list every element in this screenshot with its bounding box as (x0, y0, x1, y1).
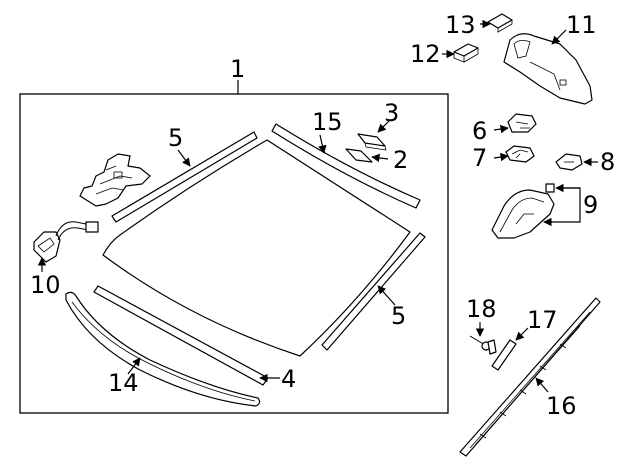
callout-10: 10 (30, 271, 61, 299)
callout-16: 16 (546, 392, 577, 420)
callout-13: 13 (445, 11, 476, 39)
callout-18: 18 (466, 295, 497, 323)
callout-8: 8 (600, 148, 615, 176)
callout-11: 11 (566, 11, 597, 39)
windshield-glass (102, 139, 411, 357)
sensor-harness (33, 221, 99, 263)
sensor-bracket (79, 153, 151, 207)
callout-14: 14 (108, 369, 139, 397)
seal-strip-17 (491, 339, 517, 371)
mirror-base (491, 183, 555, 239)
tape-2 (345, 148, 373, 163)
callout-3: 3 (384, 99, 399, 127)
side-moulding-right (321, 232, 426, 351)
side-seal (459, 297, 601, 457)
callout-1: 1 (230, 55, 245, 83)
assembly-frame (19, 93, 449, 414)
lower-moulding (93, 285, 269, 386)
callout-15: 15 (312, 108, 343, 136)
callout-5-lower: 5 (391, 302, 406, 330)
mirror-cover (503, 33, 593, 105)
side-moulding-left (111, 131, 258, 223)
callout-4: 4 (281, 365, 296, 393)
callout-12: 12 (410, 40, 441, 68)
clip-18 (469, 335, 497, 355)
callout-17: 17 (527, 306, 558, 334)
pad-12 (453, 43, 479, 57)
callout-7: 7 (472, 144, 487, 172)
callout-6: 6 (472, 117, 487, 145)
callout-9: 9 (583, 191, 598, 219)
pad-3 (357, 133, 386, 147)
callout-2: 2 (393, 146, 408, 174)
callout-5-upper: 5 (168, 124, 183, 152)
